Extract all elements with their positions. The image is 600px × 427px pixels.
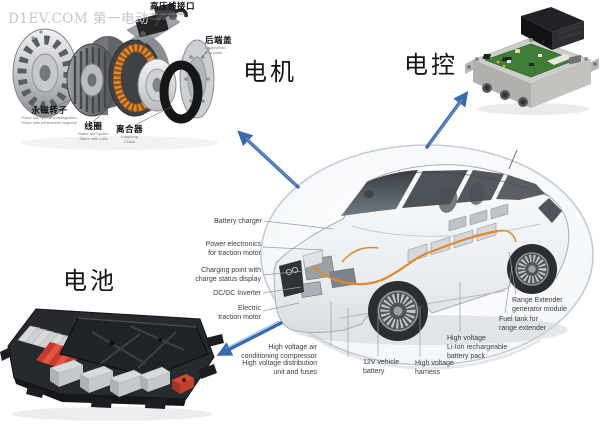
car-antenna	[508, 149, 518, 170]
callout-controller: 电控	[404, 52, 458, 79]
car-cutaway	[273, 149, 570, 345]
motor-part-sub: Kupplung Clutch	[121, 134, 138, 145]
callout-motor: 电机	[243, 59, 297, 86]
motor-part-label: 永磁转子 Rotor mit Permanentmagneten Rotor w…	[22, 105, 77, 126]
car-label-fuel-tank: Fuel tank for range extender	[499, 316, 547, 333]
battery-modules	[49, 359, 171, 397]
controller-pcb	[482, 43, 576, 78]
callout-battery: 电池	[63, 268, 117, 295]
motor-label-lines	[54, 13, 211, 126]
car-seats	[438, 183, 486, 213]
arrow-to-battery	[216, 321, 283, 356]
car-label-electric-traction-motor: Electric traction motor	[218, 305, 261, 322]
motor-part-sub: Lagerschild End plate	[205, 45, 226, 56]
battery-cell-stacks	[17, 325, 82, 371]
car-label-power-electronics: Power electronics for traction motor	[205, 241, 261, 258]
controller-black-module	[521, 7, 584, 50]
motor-clutch-ring	[159, 60, 203, 124]
car-hv-cables	[307, 229, 517, 286]
car-label-lines	[262, 220, 517, 357]
motor-part-label: 离合器 Kupplung Clutch	[116, 124, 144, 145]
car-front-wheel	[368, 281, 428, 341]
car-label-battery-charger: Battery charger	[214, 218, 262, 225]
motor-part-label: 后端盖 Lagerschild End plate	[205, 35, 233, 56]
motor-part-zh: 高压线接口	[150, 1, 196, 11]
car-label-12v-battery: 12V vehicle battery	[363, 359, 400, 376]
car-battery-modules	[407, 203, 509, 263]
battery-cover	[59, 317, 209, 378]
motor-shadow	[22, 136, 218, 150]
car-mirror	[364, 190, 374, 198]
car-headlight	[302, 249, 324, 269]
car-label-hv-distribution: High voltage distribution unit and fuses	[242, 360, 317, 377]
car-label-hv-harness: High voltage harness	[415, 360, 454, 377]
car-label-hv-ac-compressor: High voltage air conditioning compressor	[241, 344, 317, 361]
motor-part-label: 线圈 Stator mit Spulen Stator with coils	[78, 121, 109, 142]
motor-part-zh: 后端盖	[205, 35, 233, 45]
car-rear-wheel	[507, 244, 557, 294]
controller-connectors	[475, 38, 588, 107]
motor-part-zh: 线圈	[84, 121, 103, 131]
car-label-charging-point: Charging point with charge status displa…	[195, 267, 261, 284]
car-label-range-extender: Range Extender generator module	[512, 297, 567, 314]
car-label-liion-battery-pack: High voltage Li-Ion rechargeable battery…	[447, 335, 508, 361]
motor-part-zh: 离合器	[116, 124, 144, 134]
motor-part-zh: 永磁转子	[31, 105, 68, 115]
watermark: D1EV.COM 第一电动	[8, 11, 149, 27]
motor-part-sub: Stator mit Spulen Stator with coils	[78, 131, 109, 142]
motor-part-sub: Rotor mit Permanentmagneten Rotor with p…	[22, 115, 77, 126]
car-label-dcdc-inverter: DC/DC Inverter	[213, 290, 261, 297]
controller-photo	[465, 7, 599, 115]
motor-part-label: 高压线接口 Leistungsanschluss Power terminal	[150, 1, 196, 22]
battery-photo	[0, 308, 224, 421]
motor-part-sub: Leistungsanschluss Power terminal	[150, 11, 185, 22]
battery-connector	[172, 374, 194, 394]
motor-photo	[12, 3, 218, 150]
motor-power-terminal	[126, 3, 188, 45]
